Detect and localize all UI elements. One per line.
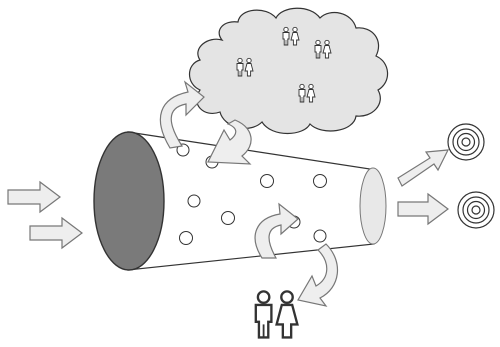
input-arrow-1 — [7, 180, 61, 214]
funnel-mouth — [93, 131, 165, 271]
particle — [260, 174, 274, 188]
target-icon — [457, 191, 495, 229]
cloud-icon — [188, 7, 389, 134]
particle — [313, 229, 327, 243]
person-icon — [256, 291, 298, 337]
output-arrow-1 — [397, 149, 450, 187]
particle — [313, 174, 327, 188]
curved-arrow-icon — [254, 202, 299, 259]
output-arrow-2 — [397, 192, 449, 226]
curved-arrow-icon — [207, 119, 252, 165]
particle — [187, 194, 201, 208]
particle — [176, 143, 190, 157]
ground-couple — [256, 291, 298, 337]
funnel-exit — [359, 167, 387, 245]
funnel-body — [127, 131, 375, 271]
particle — [221, 211, 235, 225]
curved-arrow-icon — [159, 80, 205, 149]
input-arrow-2 — [29, 216, 83, 250]
target-icon — [447, 123, 485, 161]
particle — [179, 231, 193, 245]
curved-arrow-icon — [297, 243, 339, 307]
